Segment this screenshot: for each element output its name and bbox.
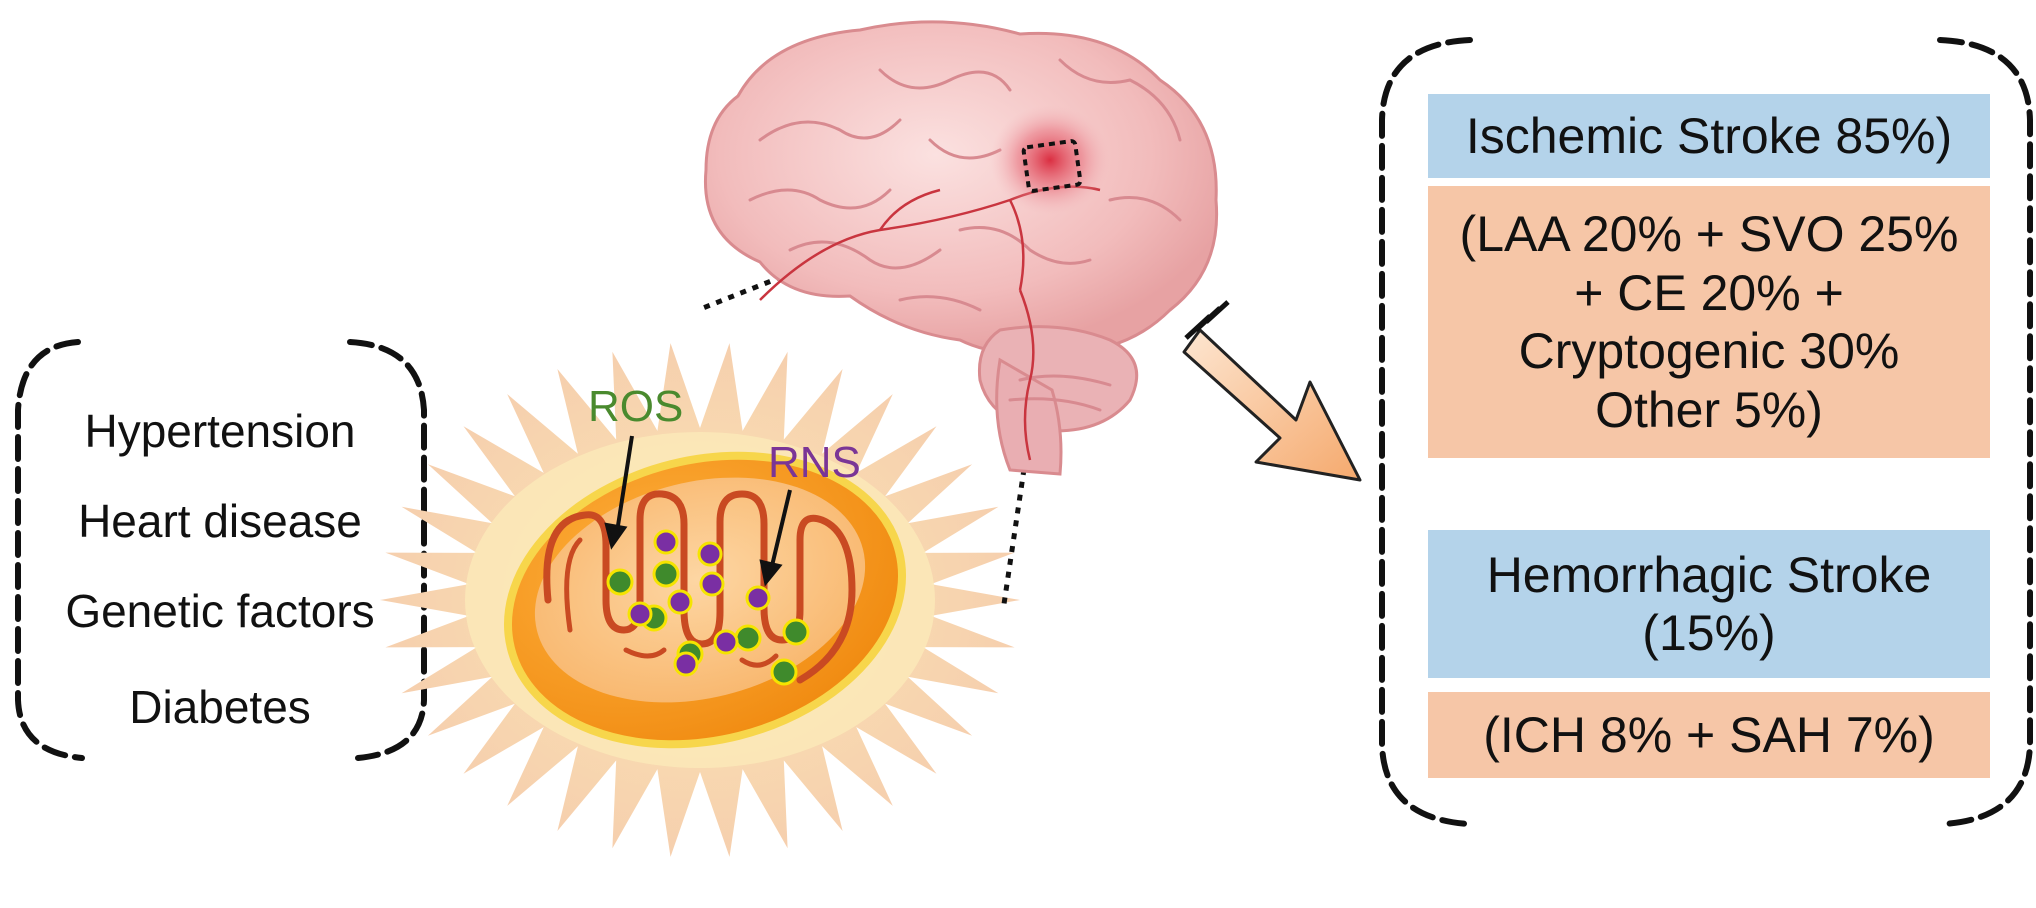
hemorrhagic-stroke-detail: (ICH 8% + SAH 7%)	[1483, 706, 1935, 763]
risk-factor-hypertension: Hypertension	[84, 405, 356, 457]
brain-to-stroke-arrow	[1182, 300, 1362, 482]
hemorrhagic-stroke-title-box: Hemorrhagic Stroke (15%)	[1428, 530, 1990, 678]
rns-molecule-dot	[699, 571, 725, 597]
ros-molecule-dot	[606, 568, 634, 596]
rns-molecule-dot	[713, 629, 739, 655]
risk-factor-diabetes: Diabetes	[129, 681, 311, 733]
brain-cerebrum	[703, 20, 1219, 356]
brain-lesion	[990, 105, 1110, 215]
rns-label: RNS	[768, 438, 861, 487]
hemorrhagic-stroke-title: Hemorrhagic Stroke	[1486, 546, 1932, 603]
risk-factor-genetic-factors: Genetic factors	[65, 585, 375, 637]
rns-molecule-dot	[627, 601, 653, 627]
mitochondrion-cristae	[543, 490, 856, 684]
ros-molecule-dot	[652, 560, 680, 588]
ischemic-stroke-title: Ischemic Stroke 85%)	[1465, 107, 1953, 164]
risk-factor-heart-disease: Heart disease	[78, 495, 362, 547]
rns-molecule-dot	[745, 585, 771, 611]
hemorrhagic-stroke-detail-box: (ICH 8% + SAH 7%)	[1428, 692, 1990, 778]
ischemic-detail-line: + CE 20% +	[1574, 264, 1844, 321]
hemorrhagic-stroke-percent: (15%)	[1642, 605, 1776, 661]
lesion-zoom-box	[1021, 139, 1083, 193]
brain-gyri	[748, 58, 1182, 412]
stroke-type-bracket	[1379, 37, 2033, 827]
mitochondrion-illustration	[380, 343, 1020, 857]
rns-molecule-dot	[653, 529, 679, 555]
reactive-species-dots	[606, 529, 810, 686]
rns-molecule-dot	[667, 589, 693, 615]
mitochondrion-cristae-inner	[564, 537, 779, 668]
ischemic-detail-line: (LAA 20% + SVO 25%	[1459, 206, 1959, 262]
risk-factor-bracket	[15, 339, 427, 761]
rns-arrow	[759, 489, 792, 587]
ros-molecule-dot	[782, 618, 810, 646]
ischemic-detail-line: Other 5%)	[1595, 381, 1823, 438]
ros-label: ROS	[588, 382, 684, 431]
brain-stem	[995, 357, 1063, 476]
ros-molecule-dot	[734, 624, 762, 652]
rns-molecule-dot	[673, 651, 699, 677]
brain-illustration	[703, 20, 1219, 476]
rns-molecule-dot	[697, 541, 723, 567]
ros-molecule-dot	[770, 658, 798, 686]
ischemic-stroke-title-box: Ischemic Stroke 85%)	[1428, 94, 1990, 178]
ischemic-stroke-detail-box: (LAA 20% + SVO 25% + CE 20% + Cryptogeni…	[1428, 186, 1990, 458]
ros-arrow	[604, 435, 634, 550]
ischemic-detail-line: Cryptogenic 30%	[1518, 323, 1900, 379]
